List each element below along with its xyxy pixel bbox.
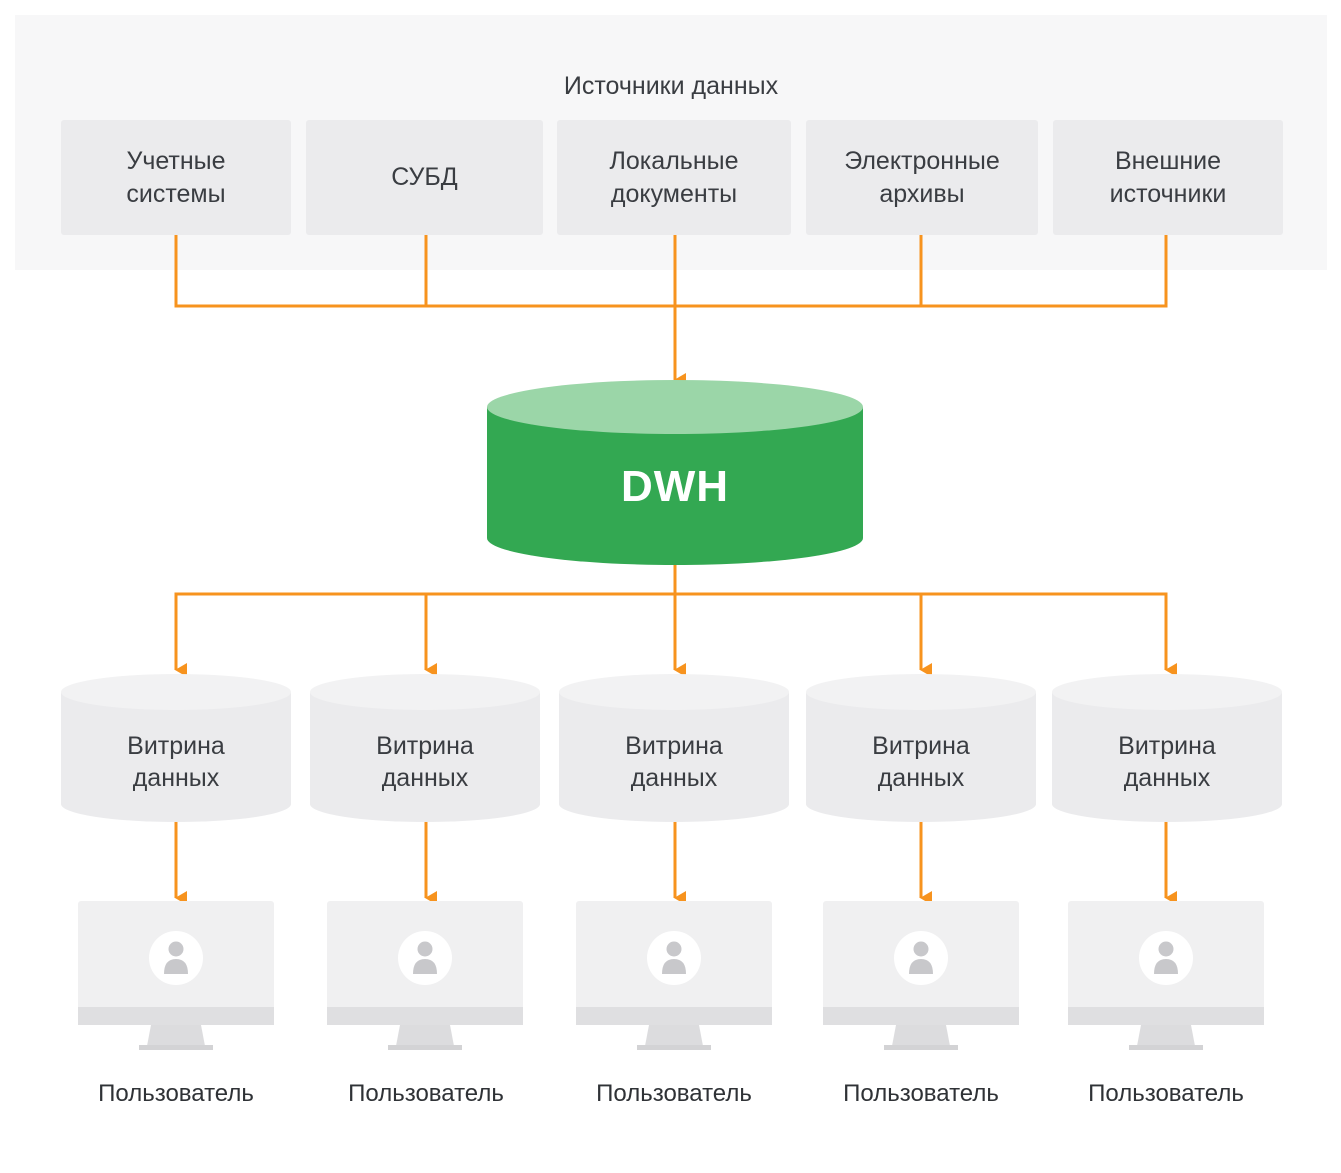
user-label: Пользователь: [596, 1080, 752, 1107]
source-local-documents: Локальные документы: [557, 120, 791, 235]
dwh-cylinder: [487, 380, 863, 565]
monitor-user-icon: [576, 901, 772, 1050]
mart-label: Витрина данных: [625, 732, 723, 792]
monitor-user-icon: [823, 901, 1019, 1050]
monitor-user-icon: [327, 901, 523, 1050]
monitor-user-icon: [78, 901, 274, 1050]
mart-label: Витрина данных: [872, 732, 970, 792]
source-dbms: СУБД: [306, 120, 543, 235]
data-sources-title: Источники данных: [563, 72, 779, 100]
source-label: Внешние источники: [1109, 146, 1227, 208]
mart-label: Витрина данных: [1118, 732, 1216, 792]
data-mart-2: Витрина данных: [309, 672, 541, 824]
mart-cylinder-icon: [310, 674, 540, 822]
mart-cylinder-icon: [61, 674, 291, 822]
mart-cylinder-icon: [1052, 674, 1282, 822]
mart-cylinder-icon: [806, 674, 1036, 822]
source-label: Электронные архивы: [844, 146, 1000, 208]
user-label: Пользователь: [348, 1080, 504, 1107]
source-electronic-archives: Электронные архивы: [806, 120, 1038, 235]
source-external: Внешние источники: [1053, 120, 1283, 235]
data-mart-1: Витрина данных: [60, 672, 292, 824]
monitor-user-icon: [1068, 901, 1264, 1050]
source-label: Учетные системы: [126, 146, 226, 208]
dwh-label: DWH: [620, 462, 730, 511]
source-accounting-systems: Учетные системы: [61, 120, 291, 235]
mart-label: Витрина данных: [376, 732, 474, 792]
data-mart-4: Витрина данных: [805, 672, 1037, 824]
source-label: СУБД: [391, 163, 458, 191]
user-label: Пользователь: [98, 1080, 254, 1107]
data-mart-3: Витрина данных: [558, 672, 790, 824]
data-mart-5: Витрина данных: [1051, 672, 1283, 824]
mart-label: Витрина данных: [127, 732, 225, 792]
mart-cylinder-icon: [559, 674, 789, 822]
source-label: Локальные документы: [609, 146, 739, 208]
user-label: Пользователь: [843, 1080, 999, 1107]
user-label: Пользователь: [1088, 1080, 1244, 1107]
